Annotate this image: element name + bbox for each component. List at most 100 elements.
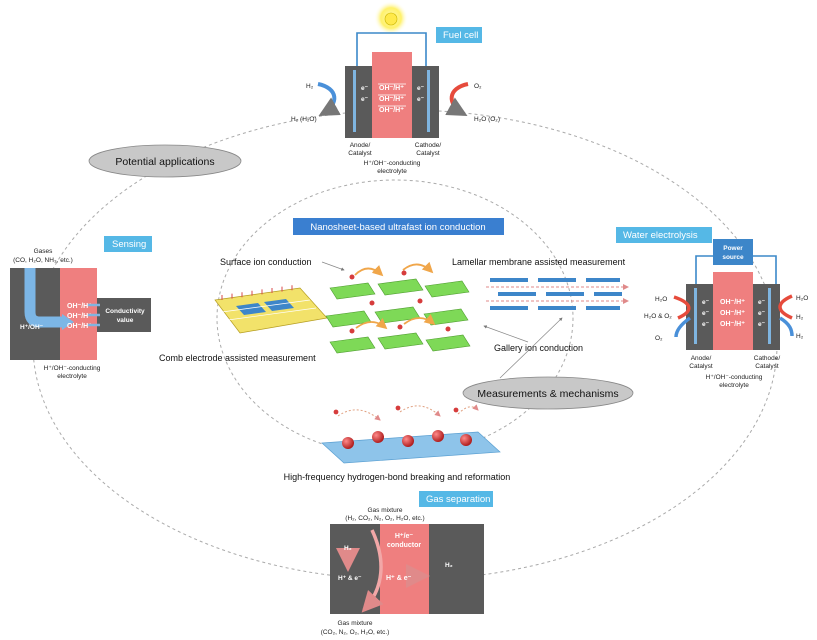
gas-separation-group: Gas separation Gas mixture (H₂, CO₂, N₂,… (321, 491, 493, 636)
sensing-ion-3: OH⁻/H⁺ (67, 323, 92, 330)
hb-ball (372, 431, 384, 443)
fc-e-right-2: e⁻ (417, 96, 425, 103)
comb-pad-2 (264, 299, 294, 311)
we-left-arrow-red (673, 295, 691, 320)
fc-o2-arrow (445, 82, 469, 116)
fuel-cell-tag (436, 27, 482, 43)
gs-right-block (429, 524, 484, 614)
comb-line-1 (221, 299, 311, 313)
fc-e-right-1: e⁻ (417, 85, 425, 92)
fuel-cell-tag-text: Fuel cell (443, 30, 478, 41)
hb-ion (333, 409, 339, 415)
water-electrolysis-tag (616, 227, 712, 243)
we-power-source (713, 239, 753, 265)
we-o2-left: O₂ (655, 335, 663, 342)
comb-line-2 (227, 307, 317, 321)
lamellar-membrane (486, 278, 629, 310)
we-power-2: source (722, 254, 744, 261)
gs-mixture-top-1: Gas mixture (367, 507, 402, 514)
hb-arrow-3 (457, 404, 479, 415)
we-cathode-1: Cathode/ (754, 355, 781, 362)
potential-applications-oval (88, 144, 242, 178)
we-electrolyte (713, 272, 753, 350)
sensing-electrolyte-2: electrolyte (57, 373, 87, 380)
we-anode-1: Anode/ (691, 355, 712, 362)
we-h2o-left: H₂O (655, 296, 667, 303)
center-ions (349, 270, 451, 334)
measurements-pointer (499, 317, 563, 379)
fc-ion-label-3: OH⁻/H⁺ (379, 107, 404, 114)
we-right-arrow-blue (779, 316, 794, 337)
gs-h2-right: H₂ (445, 562, 453, 569)
sensing-electrolyte-1: H⁺/OH⁻-conducting (44, 365, 101, 372)
measurements-text: Measurements & mechanisms (477, 388, 618, 400)
we-anode (686, 284, 713, 350)
gs-mixture-bottom-2: (CO₂, N₂, O₂, H₂O, etc.) (321, 629, 390, 636)
water-electrolysis-tag-text: Water electrolysis (623, 230, 698, 241)
sensing-arrow-head (62, 314, 74, 330)
bulb-icon (384, 12, 398, 26)
fc-h2-in: H₂ (306, 83, 314, 90)
we-electrolyte-1: H⁺/OH⁻-conducting (706, 374, 763, 381)
hb-ball (460, 434, 472, 446)
sensing-conductivity-2: value (117, 317, 134, 324)
fuel-cell-group: OH⁻/H⁺ OH⁻/H⁺ OH⁻/H⁺ e⁻ e⁻ e⁻ e⁻ H₂ H₂ (… (291, 1, 500, 175)
hb-ion (395, 405, 401, 411)
sensing-conductivity-box (97, 298, 151, 332)
hop-arrow-2 (402, 261, 434, 274)
fuel-cell-wire (356, 32, 427, 66)
gs-he-mid: H⁺ & e⁻ (386, 575, 412, 582)
fc-o2-in: O₂ (474, 83, 482, 90)
center-tag (293, 218, 504, 235)
we-e-l2: e⁻ (702, 310, 710, 317)
hb-arrow-1 (337, 409, 381, 421)
we-right-arrow-red (778, 294, 793, 320)
we-e-r2: e⁻ (758, 310, 766, 317)
fuel-cell-cathode (412, 66, 439, 138)
we-h2o-right: H₂O (796, 295, 808, 302)
fuel-cell-cathode-strip (427, 70, 430, 132)
inner-ellipse (216, 179, 574, 457)
gs-curve-arrow (361, 529, 384, 613)
center-tag-text: Nanosheet-based ultrafast ion conduction (310, 222, 485, 233)
we-e-l3: e⁻ (702, 321, 710, 328)
nanosheet-stack (325, 278, 471, 354)
sensing-carrier: H⁺/OH⁻ (20, 324, 44, 331)
fc-h2-out: H₂ (H₂O) (291, 116, 317, 123)
sensing-tag-text: Sensing (112, 239, 146, 250)
fc-cathode-2: Catalyst (416, 150, 440, 157)
sensing-arrow (24, 268, 64, 328)
we-anode-2: Catalyst (689, 363, 713, 370)
gas-separation-tag-text: Gas separation (426, 494, 490, 505)
hb-ball (432, 430, 444, 442)
water-electrolysis-group: Water electrolysis Power source OH⁻/H⁺ O… (616, 227, 808, 389)
gs-mixture-bottom-1: Gas mixture (337, 620, 372, 627)
comb-teeth (221, 285, 293, 300)
gas-separation-tag (419, 491, 493, 507)
we-cathode (753, 284, 780, 350)
lamellar-text: Lamellar membrane assisted measurement (452, 257, 626, 267)
we-left-arrow-blue (674, 316, 692, 338)
fc-ion-label-1: OH⁻/H⁺ (379, 85, 404, 92)
sensing-tag (104, 236, 152, 252)
fc-h2-arrow (317, 82, 341, 116)
fc-e-left-1: e⁻ (361, 85, 369, 92)
measurements-oval (462, 376, 634, 410)
we-ion-1: OH⁻/H⁺ (720, 299, 745, 306)
fc-anode-2: Catalyst (348, 150, 372, 157)
comb-text: Comb electrode assisted measurement (159, 353, 316, 363)
fc-electrolyte-1: H⁺/OH⁻-conducting (364, 160, 421, 167)
sensing-ion-1: OH⁻/H⁺ (67, 303, 92, 310)
we-cathode-2: Catalyst (755, 363, 779, 370)
hb-slab (321, 431, 501, 464)
we-cathode-strip (768, 288, 771, 344)
fc-ion-label-2: OH⁻/H⁺ (379, 96, 404, 103)
hb-ball (342, 437, 354, 449)
fuel-cell-anode-strip (353, 70, 356, 132)
fc-e-left-2: e⁻ (361, 96, 369, 103)
gallery-text: Gallery ion conduction (494, 343, 583, 353)
hb-arrow-2 (399, 405, 441, 417)
sensing-group: Sensing Gases (CO, H₂O, NH₃, etc.) H⁺/OH… (10, 236, 152, 380)
